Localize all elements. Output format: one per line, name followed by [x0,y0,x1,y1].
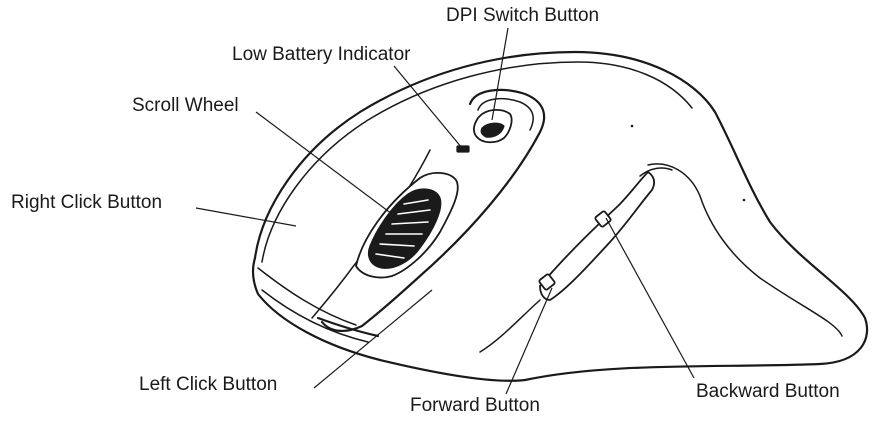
side-button-strip [539,171,655,301]
surface-dot-2 [742,198,746,202]
side-grip-inner [639,167,673,177]
leader-forward [505,287,553,395]
backward-button-nub [594,210,612,228]
label-right-click-button: Right Click Button [11,192,162,213]
low-battery-led [456,145,470,153]
label-backward-button: Backward Button [696,381,840,402]
leader-scroll-wheel [255,111,401,221]
label-forward-button: Forward Button [410,395,540,416]
leader-right-click [195,207,297,227]
leader-lines [195,27,695,395]
label-dpi-switch-button: DPI Switch Button [446,5,599,26]
forward-button-nub [538,273,556,291]
mouse-body-outline [251,50,869,382]
leader-low-battery [393,65,463,149]
labels: DPI Switch Button Low Battery Indicator … [11,5,840,416]
leader-left-click [313,289,433,389]
label-scroll-wheel: Scroll Wheel [132,95,239,116]
lower-contour [479,299,541,353]
button-divider-left [311,267,353,319]
center-channel [320,88,546,332]
leader-dpi-switch [491,27,509,121]
center-channel-inner [477,97,534,131]
scroll-wheel-ribs [375,199,431,259]
front-edge-lower [261,289,369,343]
leader-backward [605,217,695,379]
front-seam [316,316,380,338]
front-edge-upper [257,267,357,326]
mouse-top-contour [261,61,693,263]
dpi-switch-face [480,122,505,138]
label-low-battery-indicator: Low Battery Indicator [232,44,411,65]
surface-dot [630,124,634,128]
label-left-click-button: Left Click Button [139,374,277,395]
side-grip-contour [647,163,843,337]
mouse-illustration [251,50,869,382]
scroll-wheel-body [367,188,442,269]
